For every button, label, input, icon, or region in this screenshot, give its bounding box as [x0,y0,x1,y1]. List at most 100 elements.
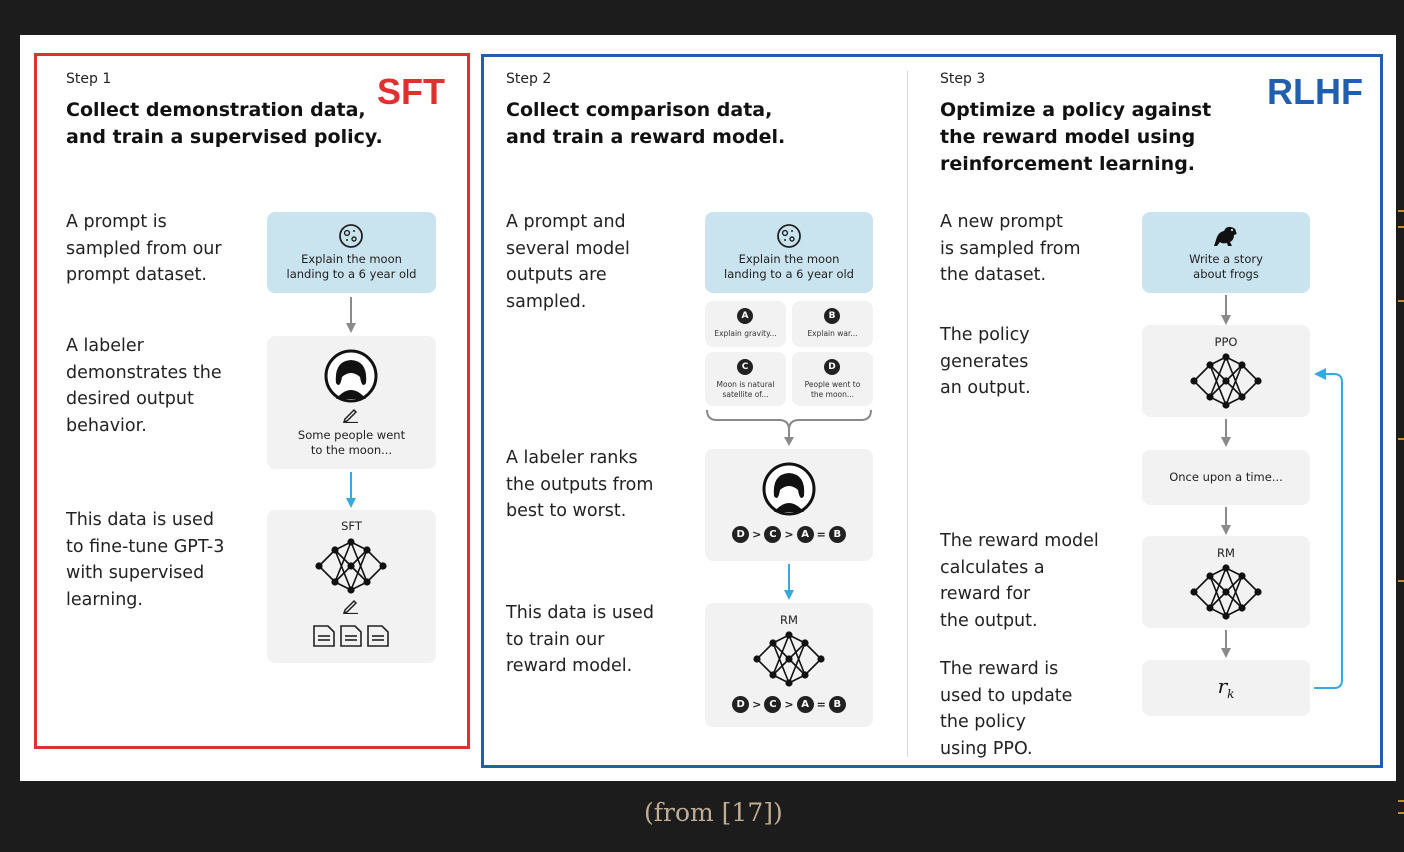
prompt-line: about frogs [1193,267,1259,281]
rank-operator: > [784,697,794,711]
desc-line: behavior. [66,416,147,437]
output-text: Explain gravity... [714,329,777,338]
desc-line: used to update [940,685,1073,706]
output-text: satellite of... [722,390,769,399]
policy-output-text: Once upon a time... [1169,470,1283,484]
desc-line: reward model. [506,656,633,677]
desc-line: to train our [506,629,605,650]
desc-line: the output. [940,611,1038,632]
step1-prompt-card: Explain the moon landing to a 6 year old [267,212,436,293]
rank-operator: > [784,527,794,541]
rank-operator: > [752,527,762,541]
prompt-line: Explain the moon [301,252,402,266]
rank-letter-badge: B [828,695,846,713]
step2-desc-sample: A prompt and several model outputs are s… [506,209,630,316]
neural-network-icon [1190,353,1262,409]
desc-line: calculates a [940,557,1045,578]
step3-desc-policy: The policy generates an output. [940,322,1031,402]
output-text: Moon is natural [716,380,775,389]
step3-desc-reward-model: The reward model calculates a reward for… [940,528,1099,635]
figure-panel: SFT RLHF Step 1 Collect demonstration da… [20,35,1396,781]
desc-line: the dataset. [940,265,1047,286]
labeler-avatar-icon [762,462,816,516]
desc-line: The reward is [940,659,1059,679]
reward-value: rk [1142,674,1310,701]
sft-model-label: SFT [341,519,362,533]
output-text: Explain war... [807,329,858,338]
rank-letter-badge: D [732,525,750,543]
step1-title-line: and train a supervised policy. [66,126,383,148]
output-text: the moon... [810,390,855,399]
step1-desc-finetune: This data is used to fine-tune GPT-3 wit… [66,507,224,614]
step3-rm-card: RM [1142,536,1310,628]
desc-line: sampled from our [66,238,222,259]
output-letter-badge: C [737,359,753,375]
rank-letter-badge: A [796,525,814,543]
step3-output-card: Once upon a time... [1142,450,1310,505]
figure-caption: (from [17]) [644,798,783,827]
pencil-icon [342,408,358,423]
arrow-down-icon [1221,295,1231,325]
output-card-d: D People went to the moon... [792,352,873,406]
desc-line: an output. [940,378,1031,399]
desc-line: outputs are [506,265,607,286]
desc-line: the outputs from [506,474,654,495]
desc-line: prompt dataset. [66,265,207,286]
output-letter-badge: B [824,308,840,324]
step2-label: Step 2 [506,71,552,87]
step2-title-line: Collect comparison data, [506,99,773,121]
desc-line: A labeler ranks [506,448,638,468]
rlhf-label: RLHF [1267,71,1363,112]
bracket-arrow-icon [706,409,872,446]
desc-line: demonstrates the [66,362,222,383]
desc-line: best to worst. [506,501,627,522]
step1-sft-card: SFT [267,510,436,663]
prompt-line: Explain the moon [738,252,840,266]
step2-rank-card: D>C>A=B [705,449,873,561]
desc-line: learning. [66,590,143,611]
desc-line: The reward model [940,531,1099,551]
rank-letter-badge: A [796,695,814,713]
moon-icon [339,224,363,248]
step-divider [907,71,908,757]
ppo-label: PPO [1214,335,1238,349]
ranking-row: D>C>A=B [725,525,853,543]
desc-line: several model [506,238,630,259]
neural-network-icon [315,538,387,594]
desc-line: This data is used [66,510,214,530]
desc-line: A prompt and [506,212,626,232]
step3-title-line: reinforcement learning. [940,153,1196,175]
output-card-a: A Explain gravity... [705,301,786,347]
sft-frame [34,53,470,749]
desc-line: The policy [940,325,1030,345]
desc-line: with supervised [66,563,205,584]
rank-operator: = [816,527,826,541]
desc-line: generates [940,351,1029,372]
feedback-loop-arrow-icon [1314,368,1343,689]
step3-title: Optimize a policy against the reward mod… [940,97,1211,178]
rank-letter-badge: C [764,525,782,543]
arrow-down-icon [346,297,356,333]
rank-operator: = [816,697,826,711]
output-text: People went to [804,380,861,389]
step3-policy-card: PPO [1142,325,1310,417]
step1-desc-labeler: A labeler demonstrates the desired outpu… [66,333,222,440]
pencil-icon [342,599,358,614]
labeler-avatar-icon [324,349,378,403]
desc-line: to fine-tune GPT-3 [66,536,225,557]
output-card-c: C Moon is natural satellite of... [705,352,786,406]
step2-desc-train: This data is used to train our reward mo… [506,600,654,680]
rlhf-frame [481,54,1383,768]
arrow-down-icon [1221,630,1231,658]
arrow-down-icon [1221,419,1231,447]
demo-line: Some people went [297,428,406,442]
rank-letter-badge: B [828,525,846,543]
rm-label: RM [1217,546,1235,560]
step3-reward-card: rk [1142,660,1310,716]
sft-label: SFT [377,71,445,112]
step3-desc-update: The reward is used to update the policy … [940,656,1072,763]
rank-operator: > [752,697,762,711]
desc-line: This data is used [506,603,654,623]
arrow-down-icon [1221,507,1231,535]
desc-line: reward for [940,584,1031,605]
